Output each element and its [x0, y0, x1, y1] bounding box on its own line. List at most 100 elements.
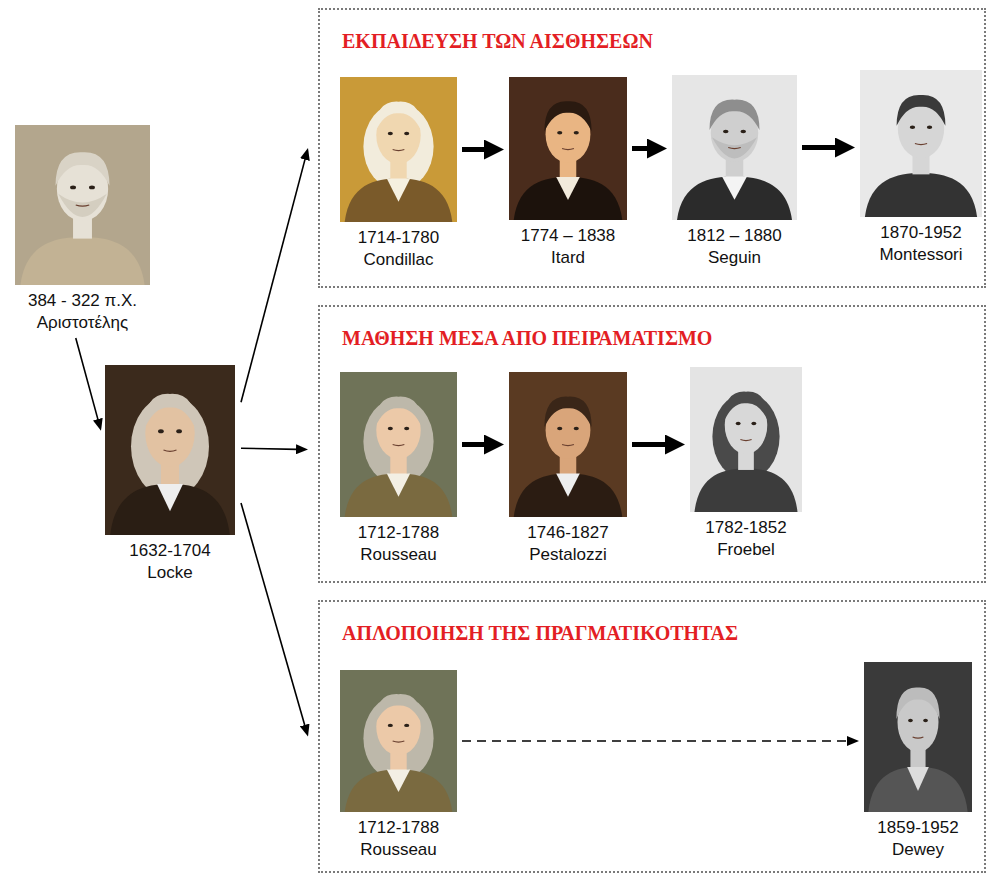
hair-back	[131, 396, 209, 498]
life-dates: 1712-1788	[358, 522, 439, 544]
eye	[741, 130, 747, 133]
coat	[514, 474, 623, 518]
arrow-connector	[802, 145, 837, 150]
person-node: 1714-1780Condillac	[340, 77, 457, 271]
hair-back	[363, 103, 433, 190]
eye	[404, 724, 409, 727]
person-name: Locke	[147, 562, 192, 584]
mouth	[728, 148, 741, 149]
panel-title: ΑΠΛΟΠΟΙΗΣΗ ΤΗΣ ΠΡΑΓΜΑΤΙΚΟΤΗΤΑΣ	[342, 622, 738, 645]
hair-top	[897, 95, 946, 126]
portrait-background	[340, 77, 457, 222]
life-dates: 1712-1788	[358, 817, 439, 839]
arrow-connector	[632, 146, 649, 151]
arrow-connector	[462, 442, 486, 447]
eye	[927, 126, 932, 130]
hair-top	[710, 100, 760, 131]
eye	[404, 132, 409, 135]
eye	[388, 132, 393, 135]
portrait	[672, 75, 797, 220]
life-dates: 1812 – 1880	[687, 225, 782, 247]
hair-back	[363, 696, 433, 781]
portrait-background	[509, 372, 627, 517]
portrait	[105, 365, 235, 535]
coat	[865, 173, 977, 217]
portrait-background	[340, 372, 457, 517]
eye	[723, 130, 729, 133]
life-dates: 1714-1780	[358, 227, 439, 249]
portrait-background	[864, 662, 972, 812]
panel-title: ΜΑΘΗΣΗ ΜΕΣΑ ΑΠΟ ΠΕΙΡΑΜΑΤΙΣΜΟ	[342, 327, 712, 350]
portrait-background	[105, 365, 235, 535]
person-node: 1782-1852Froebel	[690, 367, 802, 561]
portrait	[509, 77, 627, 220]
mouth	[562, 149, 574, 150]
hair-top	[544, 397, 591, 428]
life-dates: 1632-1704	[129, 540, 210, 562]
person-name: Itard	[551, 247, 585, 269]
collar	[722, 177, 747, 200]
hair-top	[375, 694, 422, 724]
hair-top	[375, 102, 422, 133]
eye	[70, 185, 76, 189]
person-node: 1870-1952Montessori	[860, 70, 982, 266]
collar	[387, 769, 410, 792]
life-dates: 1870-1952	[880, 222, 961, 244]
person-node: 1712-1788Rousseau	[340, 372, 457, 566]
person-name: Seguin	[708, 247, 761, 269]
portrait	[340, 670, 457, 812]
portrait-background	[672, 75, 797, 220]
person-node: 1859-1952Dewey	[864, 662, 972, 861]
person-node: 1746-1827Pestalozzi	[509, 372, 627, 566]
eye	[158, 429, 164, 433]
eye	[89, 185, 95, 189]
portrait	[690, 367, 802, 512]
person-node: 1812 – 1880Seguin	[672, 75, 797, 269]
coat	[345, 474, 453, 518]
mouth	[76, 205, 90, 206]
portrait-background	[15, 125, 150, 285]
eye	[404, 427, 409, 430]
portrait-background	[509, 77, 627, 220]
eye	[176, 429, 182, 433]
person-name: Rousseau	[360, 839, 437, 861]
arrow-connector	[241, 448, 297, 449]
arrow-connector	[241, 503, 305, 726]
collar	[387, 474, 410, 497]
mouth	[164, 450, 177, 451]
eye	[557, 131, 562, 134]
person-name: Dewey	[892, 839, 944, 861]
hair-back	[712, 393, 779, 480]
hair-top	[724, 392, 769, 423]
hair-top	[375, 397, 422, 428]
life-dates: 1774 – 1838	[521, 225, 616, 247]
mouth	[915, 144, 927, 145]
eye	[574, 131, 579, 134]
coat	[694, 469, 797, 513]
mouth	[393, 445, 405, 446]
eye	[388, 724, 393, 727]
person-node: 1712-1788Rousseau	[340, 670, 457, 861]
panel-title: ΕΚΠΑΙΔΕΥΣΗ ΤΩΝ ΑΙΣΘΗΣΕΩΝ	[342, 30, 653, 53]
theme-panel: ΕΚΠΑΙΔΕΥΣΗ ΤΩΝ ΑΙΣΘΗΣΕΩΝ 1714-1780Condill…	[318, 8, 986, 288]
portrait-background	[690, 367, 802, 512]
person-name: Condillac	[364, 249, 434, 271]
eye	[923, 719, 928, 723]
portrait	[860, 70, 982, 217]
portrait	[864, 662, 972, 812]
portrait-background	[860, 70, 982, 217]
hair-top	[544, 101, 591, 131]
collar	[556, 177, 580, 200]
arrow-connector	[462, 740, 848, 742]
person-node: 384 - 322 π.Χ.Αριστοτέλης	[15, 125, 150, 334]
mouth	[740, 440, 751, 441]
portrait	[509, 372, 627, 517]
beard	[58, 194, 107, 217]
theme-panel: ΜΑΘΗΣΗ ΜΕΣΑ ΑΠΟ ΠΕΙΡΑΜΑΤΙΣΜΟ 1712-1788Rou…	[318, 305, 986, 583]
person-name: Froebel	[717, 539, 775, 561]
portrait	[340, 372, 457, 517]
eye	[574, 427, 579, 430]
coat	[677, 177, 792, 221]
hair-top	[56, 152, 110, 186]
